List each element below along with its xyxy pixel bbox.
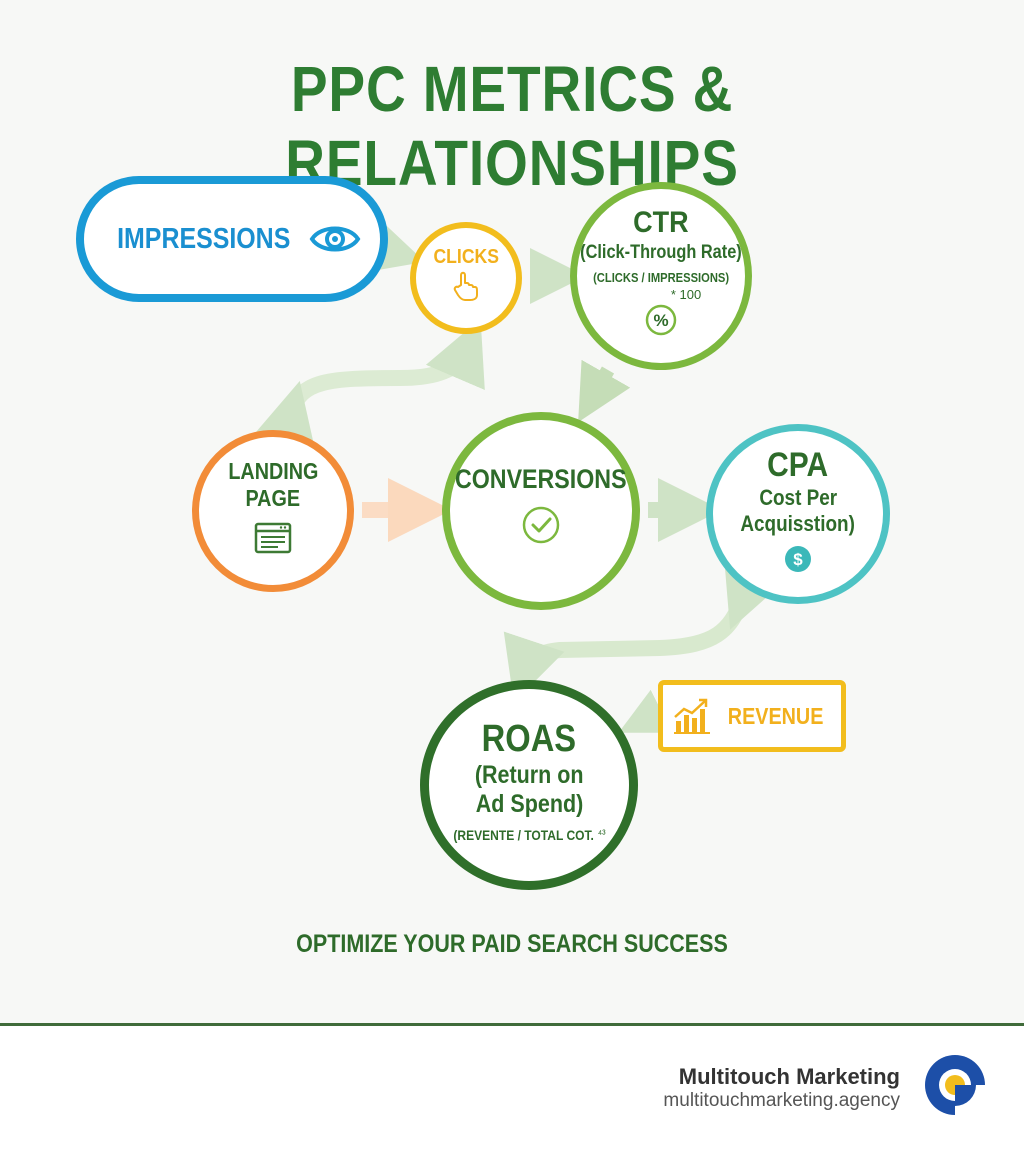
arrow-ctr-conversions xyxy=(578,359,631,423)
impressions-node: IMPRESSIONS xyxy=(76,176,388,302)
roas-formula: (REVENTE / TOTAL COT. xyxy=(452,826,594,843)
ctr-label: CTR xyxy=(633,205,689,239)
roas-formula-tail: ⁴³ xyxy=(597,826,606,841)
roas-label: ROAS xyxy=(481,717,577,760)
ctr-node: CTR (Click-Through Rate) (CLICKS / IMPRE… xyxy=(570,182,752,370)
footer-divider xyxy=(0,1023,1024,1026)
roas-subtitle-line2: Ad Spend) xyxy=(475,789,583,818)
clicks-label: CLICKS xyxy=(433,246,499,268)
cpa-label: CPA xyxy=(767,446,829,484)
arrow-impressions-clicks xyxy=(372,225,425,272)
percent-icon: % xyxy=(645,304,677,341)
ctr-subtitle: (Click-Through Rate) xyxy=(580,241,742,263)
brand-name: Multitouch Marketing xyxy=(678,1064,900,1089)
roas-formula-row: (REVENTE / TOTAL COT. ⁴³ xyxy=(453,827,605,845)
cpa-node: CPA Cost Per Acquisstion) $ xyxy=(706,424,890,604)
dollar-icon: $ xyxy=(784,545,812,578)
conversions-label: CONVERSIONS xyxy=(455,464,627,494)
cpa-subtitle-line1: Cost Per xyxy=(759,485,837,510)
pointer-hand-icon xyxy=(453,271,479,306)
roas-node: ROAS (Return on Ad Spend) (REVENTE / TOT… xyxy=(420,680,638,890)
conversions-node: CONVERSIONS xyxy=(442,412,640,610)
webpage-icon xyxy=(254,522,292,559)
revenue-label: REVENUE xyxy=(728,702,824,729)
arrow-revenue-roas xyxy=(618,689,673,733)
footer xyxy=(0,1026,1024,1154)
arrow-cpa-roas xyxy=(503,558,784,703)
ctr-formula: (CLICKS / IMPRESSIONS) xyxy=(592,269,730,285)
revenue-node: REVENUE xyxy=(658,680,846,752)
svg-text:%: % xyxy=(653,311,668,330)
landing-page-label-line1: LANDING xyxy=(227,457,319,484)
tagline: OPTIMIZE YOUR PAID SEARCH SUCCESS xyxy=(296,930,728,958)
checkmark-icon xyxy=(521,505,561,550)
svg-text:$: $ xyxy=(793,550,803,569)
brand-logo xyxy=(924,1054,986,1116)
diagram-title: PPC METRICS & RELATIONSHIPS xyxy=(285,53,739,199)
eye-icon xyxy=(309,221,361,257)
cpa-subtitle-line2: Acquisstion) xyxy=(740,511,856,536)
growth-chart-icon xyxy=(672,697,712,735)
roas-subtitle-line1: (Return on xyxy=(474,760,584,789)
impressions-label: IMPRESSIONS xyxy=(117,222,291,255)
arrow-landing-clicks xyxy=(253,318,485,451)
brand-url: multitouchmarketing.agency xyxy=(663,1090,900,1111)
landing-page-label-line2: PAGE xyxy=(245,484,301,511)
ctr-formula-suffix: * 100 xyxy=(670,286,702,302)
clicks-node: CLICKS xyxy=(410,222,522,334)
landing-page-node: LANDING PAGE xyxy=(192,430,354,592)
